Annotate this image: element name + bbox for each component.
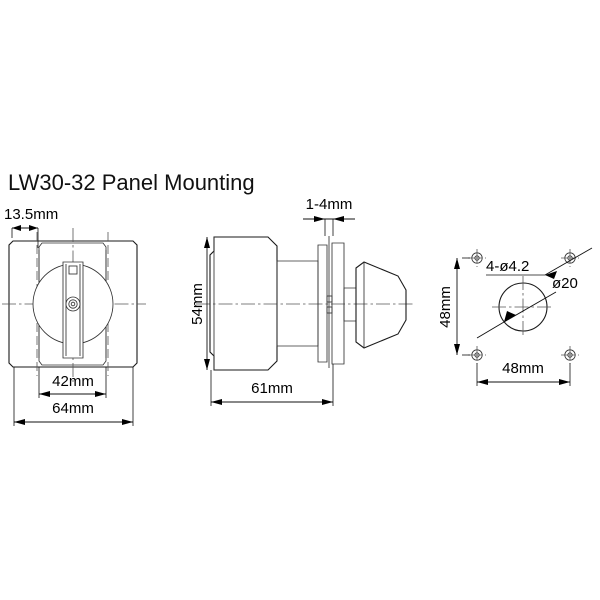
side-shaft-stub-upper — [326, 295, 333, 303]
dim-1-4mm: 1-4mm — [303, 196, 355, 236]
side-front-collar — [343, 287, 357, 322]
dim-54mm: 54mm — [189, 237, 210, 370]
mounting-hole-view: 4-ø4.2 ø20 48mm — [437, 247, 593, 386]
side-panel-plate-right — [331, 242, 345, 365]
dim-64mm-label: 64mm — [52, 400, 94, 417]
callout-dia-20-label: ø20 — [552, 275, 578, 292]
side-shaft-stub-lower — [326, 306, 333, 314]
side-panel-plate-left — [317, 244, 328, 363]
dim-42mm: 42mm — [38, 367, 107, 398]
callout-dia-20: ø20 — [476, 275, 578, 339]
knob-screw-outer — [65, 296, 81, 312]
side-knob-taper — [355, 261, 407, 349]
callout-4-dia-4-2: 4-ø4.2 — [486, 247, 593, 279]
page-title: LW30-32 Panel Mounting — [8, 170, 255, 195]
knob-screw-middle — [68, 299, 78, 309]
dim-48mm-vertical: 48mm — [437, 257, 470, 356]
knob-screw-inner — [70, 301, 76, 307]
dim-54mm-label: 54mm — [189, 283, 206, 325]
dim-61mm-label: 61mm — [251, 380, 293, 397]
side-view: 1-4mm — [189, 196, 415, 406]
dim-64mm: 64mm — [13, 367, 134, 426]
dim-61mm: 61mm — [210, 364, 334, 406]
mounting-hole-bottom-right — [561, 346, 579, 364]
dim-48mm-vertical-label: 48mm — [437, 286, 454, 328]
dim-13-5mm: 13.5mm — [4, 206, 58, 248]
dim-1-4mm-label: 1-4mm — [306, 196, 353, 213]
side-switch-body — [209, 236, 278, 371]
side-neck-collar — [276, 260, 319, 347]
mounting-hole-bottom-left — [468, 346, 486, 364]
knob-indicator-square — [68, 265, 78, 275]
dim-13-5mm-label: 13.5mm — [4, 206, 58, 223]
dim-48mm-horizontal: 48mm — [476, 360, 571, 386]
center-shaft-hole — [492, 276, 554, 338]
mounting-hole-top-left — [468, 249, 486, 267]
front-view: 13.5mm — [2, 206, 146, 426]
dim-48mm-horizontal-label: 48mm — [502, 360, 544, 377]
dim-42mm-label: 42mm — [52, 373, 94, 390]
callout-4-dia-4-2-label: 4-ø4.2 — [486, 258, 529, 275]
